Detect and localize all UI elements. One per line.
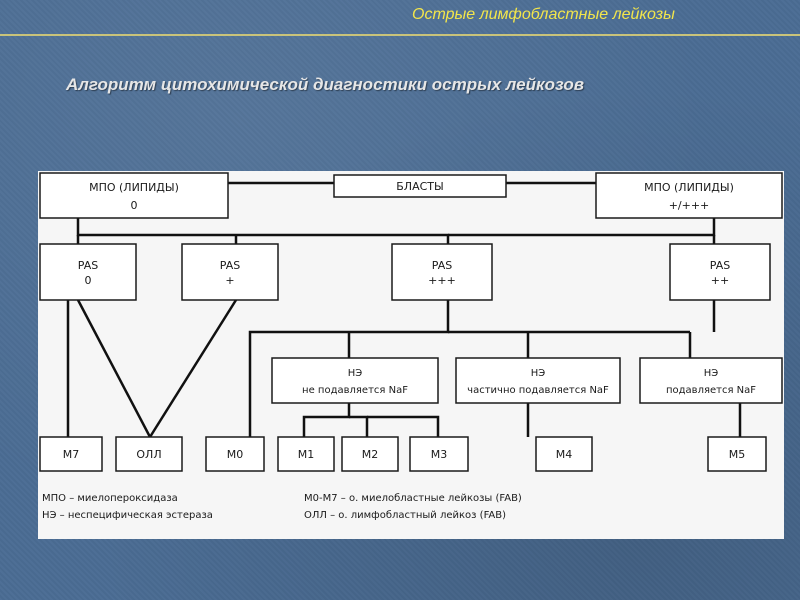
- svg-text:частично подавляется NaF: частично подавляется NaF: [467, 385, 609, 396]
- node-pas-plus3: PAS +++: [391, 243, 493, 301]
- node-ne-not-suppressed: НЭ не подавляется NaF: [271, 357, 439, 404]
- svg-text:ОЛЛ: ОЛЛ: [136, 448, 161, 461]
- connector-pas1-oll: [148, 299, 238, 438]
- svg-text:++: ++: [711, 274, 729, 287]
- svg-text:М3: М3: [431, 448, 448, 461]
- node-ne-partially-suppressed: НЭ частично подавляется NaF: [455, 357, 621, 404]
- node-m4: М4: [535, 436, 593, 472]
- connector-m3: [367, 415, 440, 437]
- node-m7: М7: [39, 436, 103, 472]
- flowchart-svg: МПО (ЛИПИДЫ) 0 БЛАСТЫ МПО (ЛИПИДЫ) +/+++…: [39, 172, 783, 521]
- svg-text:0: 0: [85, 274, 92, 287]
- svg-text:М1: М1: [298, 448, 315, 461]
- svg-text:+/+++: +/+++: [669, 199, 710, 212]
- connector-m2: [349, 415, 369, 437]
- node-ne-suppressed: НЭ подавляется NaF: [639, 357, 783, 404]
- svg-text:М7: М7: [63, 448, 80, 461]
- node-blasts: БЛАСТЫ: [333, 174, 507, 198]
- svg-text:НЭ: НЭ: [531, 368, 546, 379]
- node-m3: М3: [409, 436, 469, 472]
- connector-mpo-right: [448, 218, 716, 237]
- svg-text:НЭ: НЭ: [348, 368, 363, 379]
- node-pas-0: PAS 0: [39, 243, 137, 301]
- svg-text:PAS: PAS: [710, 259, 730, 272]
- svg-text:БЛАСТЫ: БЛАСТЫ: [396, 180, 443, 193]
- svg-text:М0: М0: [227, 448, 244, 461]
- svg-text:PAS: PAS: [220, 259, 240, 272]
- connector-mpo0-pas3: [76, 218, 450, 244]
- svg-text:PAS: PAS: [78, 259, 98, 272]
- svg-text:PAS: PAS: [432, 259, 452, 272]
- svg-text:не подавляется NaF: не подавляется NaF: [302, 385, 408, 396]
- connectors: [66, 181, 742, 438]
- legend-item: МПО – миелопероксидаза: [42, 493, 178, 504]
- node-pas-plus2: PAS ++: [669, 243, 771, 301]
- node-mpo-lipids-negative: МПО (ЛИПИДЫ) 0: [39, 172, 229, 219]
- title-divider: [0, 34, 800, 36]
- flowchart-panel: МПО (ЛИПИДЫ) 0 БЛАСТЫ МПО (ЛИПИДЫ) +/+++…: [38, 171, 784, 539]
- svg-text:НЭ: НЭ: [704, 368, 719, 379]
- svg-text:М5: М5: [729, 448, 746, 461]
- slide-subtitle: Алгоритм цитохимической диагностики остр…: [66, 75, 585, 94]
- node-mpo-lipids-positive: МПО (ЛИПИДЫ) +/+++: [595, 172, 783, 219]
- svg-text:+++: +++: [428, 274, 456, 287]
- legend: МПО – миелопероксидаза НЭ – неспецифичес…: [42, 493, 522, 521]
- slide-title: Острые лимфобластные лейкозы: [412, 6, 675, 23]
- legend-item: ОЛЛ – о. лимфобластный лейкоз (FAB): [304, 510, 506, 521]
- svg-text:М2: М2: [362, 448, 379, 461]
- svg-text:0: 0: [131, 199, 138, 212]
- svg-text:М4: М4: [556, 448, 573, 461]
- node-m0: М0: [205, 436, 265, 472]
- legend-item: М0-М7 – о. миелобластные лейкозы (FAB): [304, 493, 522, 504]
- node-m1: М1: [277, 436, 335, 472]
- connector-pas0-oll: [76, 299, 152, 438]
- node-pas-plus: PAS +: [181, 243, 279, 301]
- node-m2: М2: [341, 436, 399, 472]
- svg-text:МПО (ЛИПИДЫ): МПО (ЛИПИДЫ): [644, 181, 734, 194]
- svg-text:МПО (ЛИПИДЫ): МПО (ЛИПИДЫ): [89, 181, 179, 194]
- svg-text:+: +: [225, 274, 234, 287]
- node-m5: М5: [707, 436, 767, 472]
- node-oll: ОЛЛ: [115, 436, 183, 472]
- legend-item: НЭ – неспецифическая эстераза: [42, 510, 213, 521]
- connector-m1: [302, 403, 351, 437]
- svg-text:подавляется NaF: подавляется NaF: [666, 385, 756, 396]
